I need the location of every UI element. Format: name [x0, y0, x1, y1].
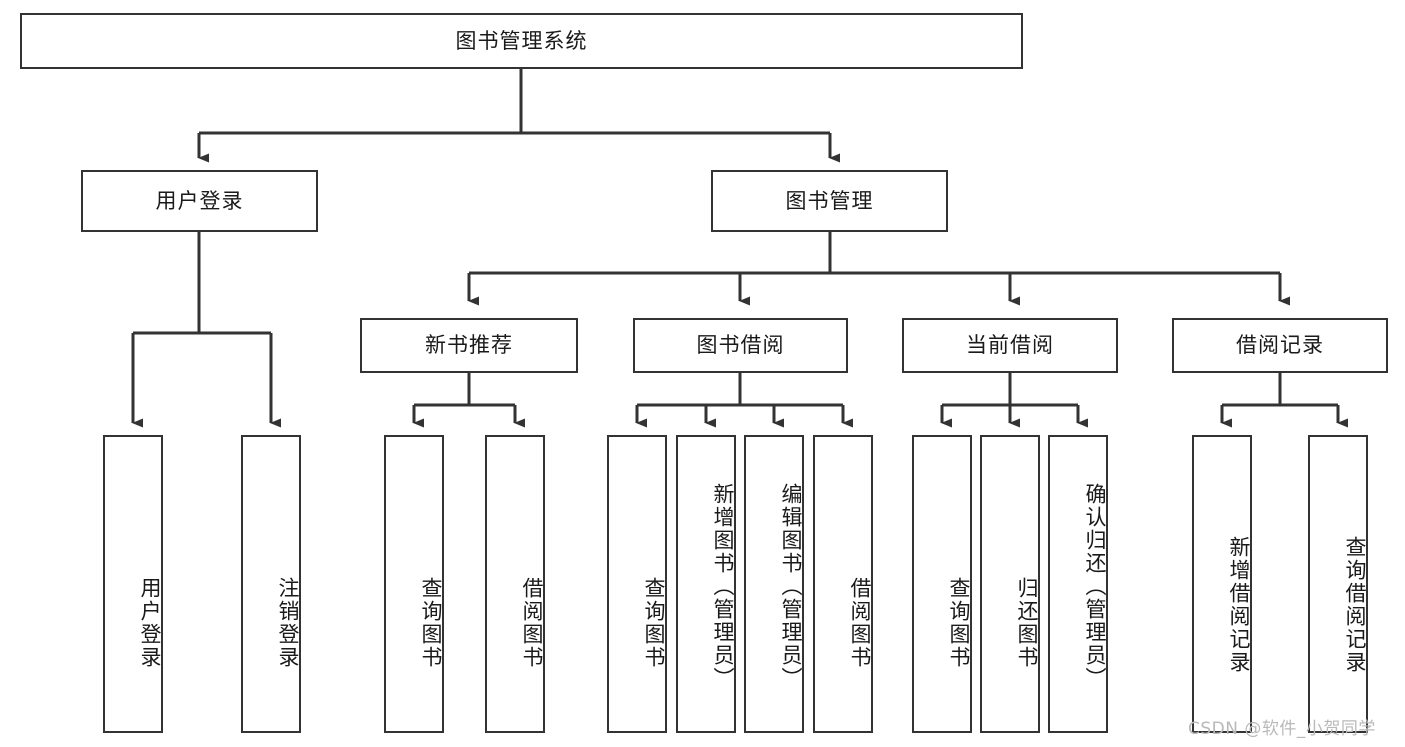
leaf-borrow-book-recommend[interactable]: 借阅图书: [485, 435, 545, 733]
node-borrow-record-label: 借阅记录: [1236, 333, 1324, 358]
node-borrow-record[interactable]: 借阅记录: [1172, 318, 1388, 373]
leaf-query-book-borrow-label: 查询图书: [642, 577, 666, 669]
node-book-borrow-label: 图书借阅: [696, 333, 785, 358]
leaf-user-login-label: 用户登录: [138, 577, 162, 669]
leaf-return-book[interactable]: 归还图书: [980, 435, 1040, 733]
leaf-return-book-label: 归还图书: [1015, 577, 1039, 669]
leaf-edit-book-admin-label: 编辑图书（管理员）: [779, 482, 803, 690]
leaf-confirm-return-admin-label: 确认归还（管理员）: [1083, 482, 1107, 690]
node-user-login-label: 用户登录: [155, 188, 244, 213]
node-new-book-recommend[interactable]: 新书推荐: [360, 318, 578, 373]
leaf-query-book-borrow[interactable]: 查询图书: [607, 435, 667, 733]
node-book-management-label: 图书管理: [785, 188, 874, 213]
leaf-borrow-book[interactable]: 借阅图书: [813, 435, 873, 733]
csdn-watermark: CSDN @软件_小贺同学: [1188, 719, 1376, 739]
leaf-confirm-return-admin[interactable]: 确认归还（管理员）: [1048, 435, 1108, 733]
leaf-edit-book-admin[interactable]: 编辑图书（管理员）: [744, 435, 804, 733]
node-root-label: 图书管理系统: [455, 28, 588, 53]
leaf-query-borrow-record-label: 查询借阅记录: [1343, 536, 1367, 674]
node-root[interactable]: 图书管理系统: [20, 13, 1023, 69]
leaf-query-borrow-record[interactable]: 查询借阅记录: [1308, 435, 1368, 733]
leaf-borrow-book-recommend-label: 借阅图书: [520, 577, 544, 669]
node-current-borrow[interactable]: 当前借阅: [902, 318, 1118, 373]
leaf-borrow-book-label: 借阅图书: [848, 577, 872, 669]
leaf-logout-label: 注销登录: [276, 577, 300, 669]
leaf-add-book-admin[interactable]: 新增图书（管理员）: [676, 435, 736, 733]
leaf-add-borrow-record-label: 新增借阅记录: [1227, 536, 1251, 674]
node-book-management[interactable]: 图书管理: [711, 170, 948, 232]
leaf-add-borrow-record[interactable]: 新增借阅记录: [1192, 435, 1252, 733]
leaf-logout[interactable]: 注销登录: [241, 435, 301, 733]
node-new-book-recommend-label: 新书推荐: [425, 333, 513, 358]
leaf-query-book-current-label: 查询图书: [947, 577, 971, 669]
node-user-login[interactable]: 用户登录: [81, 170, 318, 232]
leaf-query-book-recommend[interactable]: 查询图书: [384, 435, 444, 733]
leaf-query-book-current[interactable]: 查询图书: [912, 435, 972, 733]
node-current-borrow-label: 当前借阅: [966, 333, 1054, 358]
leaf-query-book-recommend-label: 查询图书: [419, 577, 443, 669]
leaf-add-book-admin-label: 新增图书（管理员）: [711, 482, 735, 690]
leaf-user-login[interactable]: 用户登录: [103, 435, 163, 733]
node-book-borrow[interactable]: 图书借阅: [633, 318, 848, 373]
